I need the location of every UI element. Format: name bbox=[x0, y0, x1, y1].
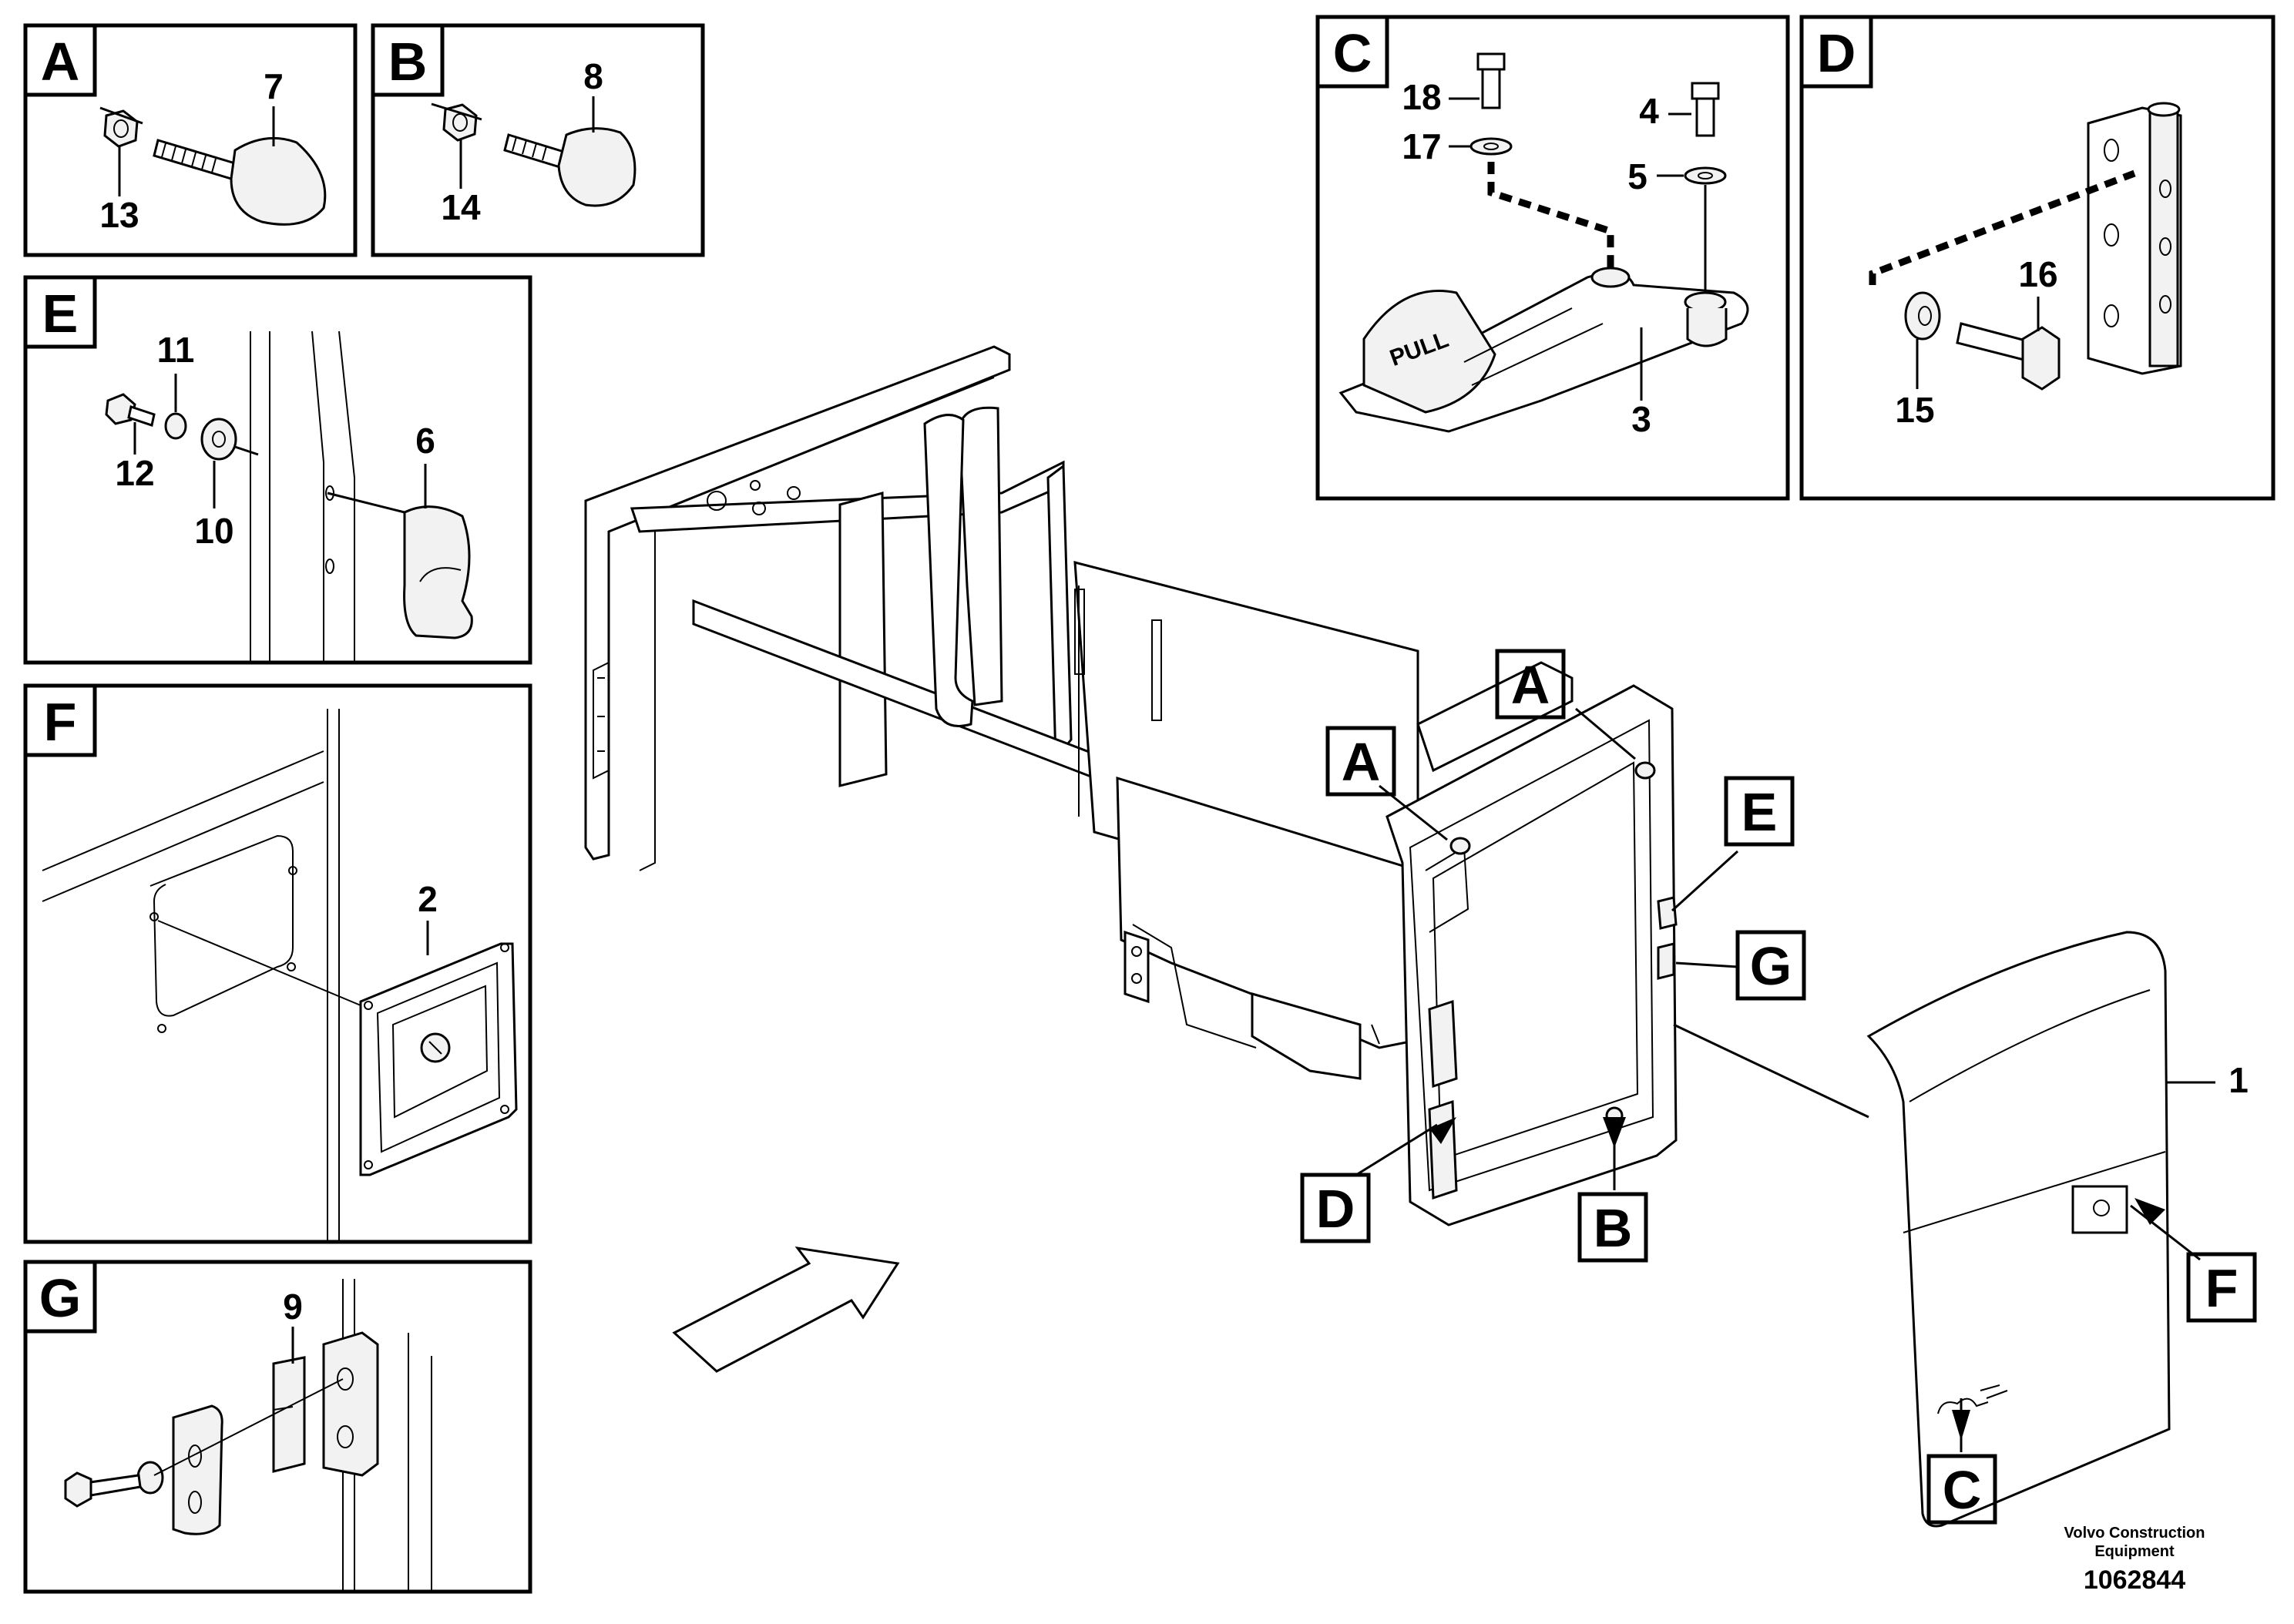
stop-a-left bbox=[1449, 837, 1471, 855]
svg-text:A: A bbox=[1342, 732, 1381, 792]
washer-5 bbox=[1684, 166, 1727, 185]
callout-box-c: C bbox=[1926, 1454, 1997, 1525]
pull-handle bbox=[1362, 290, 1496, 414]
rubber-stop-8 bbox=[557, 127, 636, 207]
part-number-13: 13 bbox=[99, 195, 139, 235]
washer bbox=[136, 1461, 164, 1495]
part-number-8: 8 bbox=[583, 56, 603, 96]
bolt-18 bbox=[1481, 68, 1501, 109]
shim-9 bbox=[272, 1356, 306, 1473]
bolt bbox=[83, 1474, 142, 1498]
part-number-15: 15 bbox=[1895, 390, 1934, 430]
bolt-16-head bbox=[2021, 326, 2061, 391]
cab-frame-assembly bbox=[584, 345, 1678, 1226]
part-number-11: 11 bbox=[157, 330, 195, 370]
bolt-18-head bbox=[1476, 52, 1506, 71]
callout-box-b: B bbox=[1577, 1192, 1648, 1263]
bolt-4 bbox=[1695, 97, 1715, 137]
part-number-16: 16 bbox=[2018, 254, 2057, 294]
detail-panel-e: E 11 12 10 6 bbox=[23, 275, 532, 665]
part-number-10: 10 bbox=[194, 511, 233, 551]
part-number-1: 1 bbox=[2229, 1060, 2249, 1100]
door-panel-1: 1 bbox=[1866, 931, 2249, 1528]
latch-plate bbox=[172, 1404, 223, 1535]
detail-panel-g: G 9 bbox=[23, 1260, 532, 1594]
part-number-17: 17 bbox=[1402, 126, 1441, 166]
part-number-4: 4 bbox=[1639, 91, 1659, 131]
callout-box-a-left: A bbox=[1325, 726, 1396, 797]
nut-13 bbox=[103, 109, 139, 148]
washer-15 bbox=[1904, 291, 1941, 341]
buffer-e bbox=[1657, 896, 1678, 930]
part-number-5: 5 bbox=[1627, 156, 1647, 196]
nut-14 bbox=[442, 103, 478, 142]
brand-line-1: Volvo Construction bbox=[2064, 1525, 2205, 1542]
detail-panel-a: A 7 13 bbox=[23, 23, 358, 257]
panel-letter-b: B bbox=[388, 32, 428, 92]
panel-letter-c: C bbox=[1333, 23, 1372, 83]
part-number-18: 18 bbox=[1402, 77, 1441, 117]
svg-text:A: A bbox=[1511, 655, 1550, 715]
washer-17 bbox=[1469, 137, 1513, 156]
panel-letter-d: D bbox=[1817, 23, 1856, 83]
door-lock-f bbox=[2071, 1185, 2128, 1234]
detail-panel-b: B 8 14 bbox=[371, 23, 705, 257]
detail-panel-f: F 2 bbox=[23, 683, 532, 1244]
svg-text:E: E bbox=[1741, 782, 1778, 842]
hinge-upper bbox=[1428, 999, 1458, 1089]
detail-panel-d: D 16 15 bbox=[1799, 15, 2276, 501]
rubber-buffer-6 bbox=[403, 505, 473, 639]
svg-text:F: F bbox=[2205, 1258, 2239, 1318]
spring-washer-11 bbox=[164, 412, 187, 440]
rubber-stop-7 bbox=[230, 136, 327, 226]
brand-line-2: Equipment bbox=[2094, 1543, 2175, 1560]
striker-g bbox=[1657, 942, 1675, 980]
hinge-lower bbox=[1428, 1099, 1458, 1200]
detail-panel-c: C 18 17 4 5 3 PULL bbox=[1315, 15, 1790, 501]
direction-arrow bbox=[672, 1246, 900, 1373]
drawing-number: 1062844 bbox=[2083, 1565, 2186, 1595]
part-number-14: 14 bbox=[441, 187, 481, 227]
callout-box-g: G bbox=[1735, 930, 1806, 1001]
panel-letter-f: F bbox=[44, 692, 77, 752]
panel-letter-g: G bbox=[39, 1268, 81, 1328]
part-number-2: 2 bbox=[418, 879, 438, 919]
svg-text:D: D bbox=[1316, 1179, 1355, 1239]
bolt-4-head bbox=[1691, 82, 1720, 100]
part-number-7: 7 bbox=[264, 66, 284, 106]
part-number-6: 6 bbox=[415, 421, 435, 461]
callout-box-a-right: A bbox=[1495, 649, 1566, 720]
striker-bracket bbox=[322, 1331, 379, 1477]
panel-letter-a: A bbox=[41, 32, 80, 92]
washer-10 bbox=[200, 418, 237, 461]
part-number-3: 3 bbox=[1631, 399, 1651, 439]
svg-text:B: B bbox=[1594, 1198, 1633, 1258]
stop-a-right bbox=[1634, 761, 1656, 780]
part-number-12: 12 bbox=[115, 453, 154, 493]
bolt-8 bbox=[503, 133, 568, 169]
svg-text:G: G bbox=[1750, 936, 1792, 996]
callout-box-f: F bbox=[2186, 1252, 2257, 1323]
bolt-12 bbox=[127, 405, 156, 427]
callout-box-d: D bbox=[1300, 1173, 1371, 1243]
callout-box-e: E bbox=[1724, 776, 1795, 847]
panel-letter-e: E bbox=[42, 284, 79, 344]
svg-text:C: C bbox=[1943, 1460, 1982, 1520]
part-number-9: 9 bbox=[283, 1287, 303, 1327]
